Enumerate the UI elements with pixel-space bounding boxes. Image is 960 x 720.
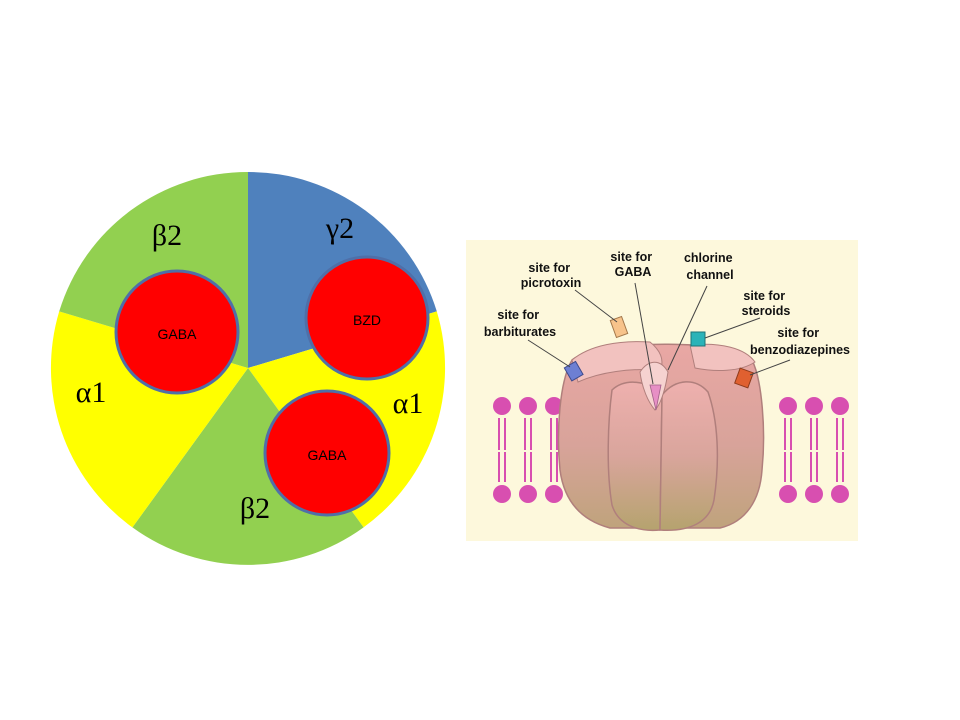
lipid-head [805,485,823,503]
alpha1-right-label: α1 [393,387,424,420]
bzd-site: BZD [304,255,430,381]
steroids-callout: site for steroids [742,289,791,318]
lipid-head [779,397,797,415]
lipid-head [493,397,511,415]
receptor-protein [557,341,765,532]
lipid-head [519,485,537,503]
gaba-callout: site for GABA [610,250,655,279]
subunit-pie: γ2 α1 β2 α1 β2 GABA BZD GABA [50,171,446,565]
callout-lines [527,282,791,385]
picrotoxin-site-marker [609,315,629,339]
lipid-head [805,397,823,415]
benzodiazepine-site-marker [734,367,754,389]
beta2-top-label: β2 [152,219,182,252]
lipid-bilayer [493,397,849,503]
receptor-illustration: site for picrotoxin site for GABA chlori… [466,240,858,541]
lipid-head [519,397,537,415]
lipid-head [779,485,797,503]
gaba-site-left: GABA [114,269,240,395]
bzd-site-label: BZD [353,312,381,328]
benzodiazepines-callout: site for benzodiazepines [750,326,850,357]
gaba-site-bottom-label: GABA [308,447,348,463]
lipid-head [831,485,849,503]
picrotoxin-callout: site for picrotoxin [521,261,581,290]
steroid-site-marker [690,331,706,347]
gaba-site-bottom: GABA [263,389,391,517]
lipid-head [831,397,849,415]
chlorine-channel-callout: chlorine channel [684,251,736,282]
alpha1-left-label: α1 [76,376,107,409]
gaba-site-left-label: GABA [158,326,198,342]
beta2-bottom-label: β2 [240,492,270,525]
barbiturates-callout: site for barbiturates [484,308,556,339]
lipid-head [545,397,563,415]
lipid-head [493,485,511,503]
beta2-bottom-segment [132,368,364,565]
gamma2-label: γ2 [325,212,354,245]
lipid-head [545,485,563,503]
